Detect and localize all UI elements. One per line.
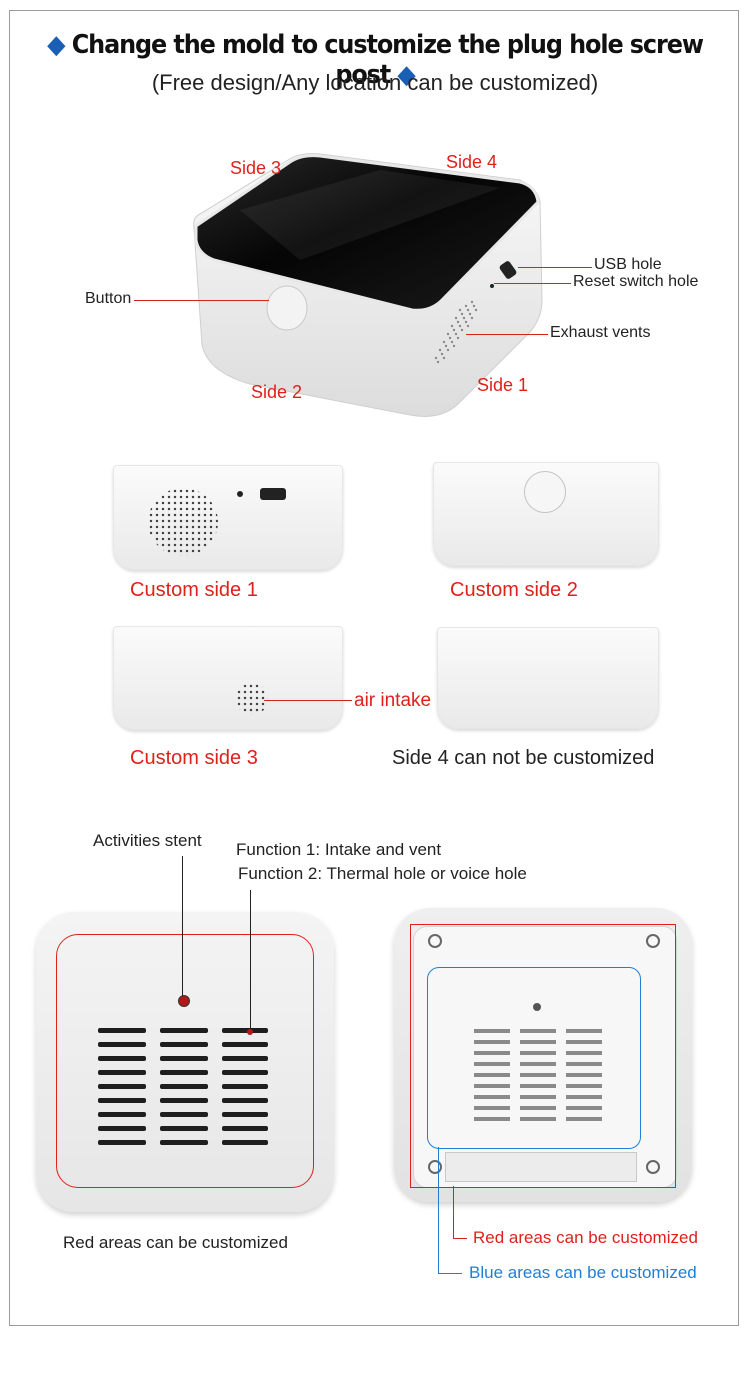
- bottom-panel-left: [36, 912, 334, 1212]
- blue-area-outline-right: [427, 967, 641, 1149]
- function2-label: Function 2: Thermal hole or voice hole: [238, 864, 527, 883]
- blue-areas-caption: Blue areas can be customized: [469, 1263, 697, 1282]
- vent-slots-left: [98, 1028, 268, 1145]
- diamond-icon: ◆: [47, 30, 65, 60]
- screw-post-icon: [428, 1160, 442, 1174]
- red-areas-caption-left: Red areas can be customized: [63, 1233, 288, 1252]
- side1-label: Side 1: [477, 375, 529, 395]
- side2-view: [433, 462, 659, 566]
- air-intake-callout: air intake: [354, 690, 432, 711]
- activities-stent-icon: [178, 995, 190, 1007]
- exhaust-callout: Exhaust vents: [550, 324, 651, 341]
- custom-side2-caption: Custom side 2: [450, 579, 578, 601]
- screw-post-icon: [428, 934, 442, 948]
- custom-side1-caption: Custom side 1: [130, 579, 258, 601]
- side4-caption: Side 4 can not be customized: [392, 747, 655, 769]
- button-icon: [524, 471, 566, 513]
- side2-label: Side 2: [251, 382, 303, 402]
- red-area-outline-left: [56, 934, 314, 1188]
- reset-hole-icon: [237, 491, 243, 497]
- usb-callout: USB hole: [594, 256, 662, 273]
- screw-post-icon: [646, 1160, 660, 1174]
- side3-view: [113, 626, 343, 730]
- function-hole-marker: [247, 1029, 253, 1035]
- button-leader-line: [134, 300, 269, 301]
- function-leader-line: [250, 890, 251, 1032]
- blue-leader-horizontal: [438, 1273, 462, 1274]
- inner-slot: [445, 1152, 637, 1182]
- diamond-icon: ◆: [397, 60, 415, 90]
- device-image: [193, 153, 543, 417]
- side3-label: Side 3: [230, 158, 282, 178]
- blue-leader-vertical: [438, 1147, 439, 1273]
- screw-post-icon: [646, 934, 660, 948]
- exhaust-leader-line: [466, 334, 548, 335]
- usb-port-icon: [260, 488, 286, 500]
- function1-label: Function 1: Intake and vent: [236, 840, 442, 859]
- button-callout: Button: [85, 290, 132, 307]
- reset-callout: Reset switch hole: [573, 273, 699, 290]
- custom-side3-caption: Custom side 3: [130, 747, 258, 769]
- title-text: Change the mold to customize the plug ho…: [71, 30, 704, 90]
- vent-slots-right: [474, 1029, 602, 1121]
- activities-stent-label: Activities stent: [93, 831, 202, 850]
- air-intake-leader-line: [264, 700, 352, 701]
- inner-hole-icon: [533, 1003, 541, 1011]
- speaker-grille-icon: [148, 488, 218, 556]
- side4-view: [437, 627, 659, 729]
- usb-leader-line: [518, 267, 592, 268]
- page-frame: [9, 10, 739, 1326]
- red-areas-caption-right: Red areas can be customized: [473, 1228, 698, 1247]
- air-intake-vent-icon: [236, 683, 268, 715]
- page-subtitle: (Free design/Any location can be customi…: [151, 70, 599, 95]
- red-leader-vertical: [453, 1186, 454, 1238]
- side1-view: [113, 465, 343, 570]
- red-area-outline-right: [410, 924, 676, 1188]
- red-leader-horizontal: [453, 1238, 467, 1239]
- reset-leader-line: [494, 283, 571, 284]
- activities-leader-line: [182, 856, 183, 996]
- page-title: ◆ Change the mold to customize the plug …: [30, 30, 720, 90]
- side4-label: Side 4: [446, 152, 498, 172]
